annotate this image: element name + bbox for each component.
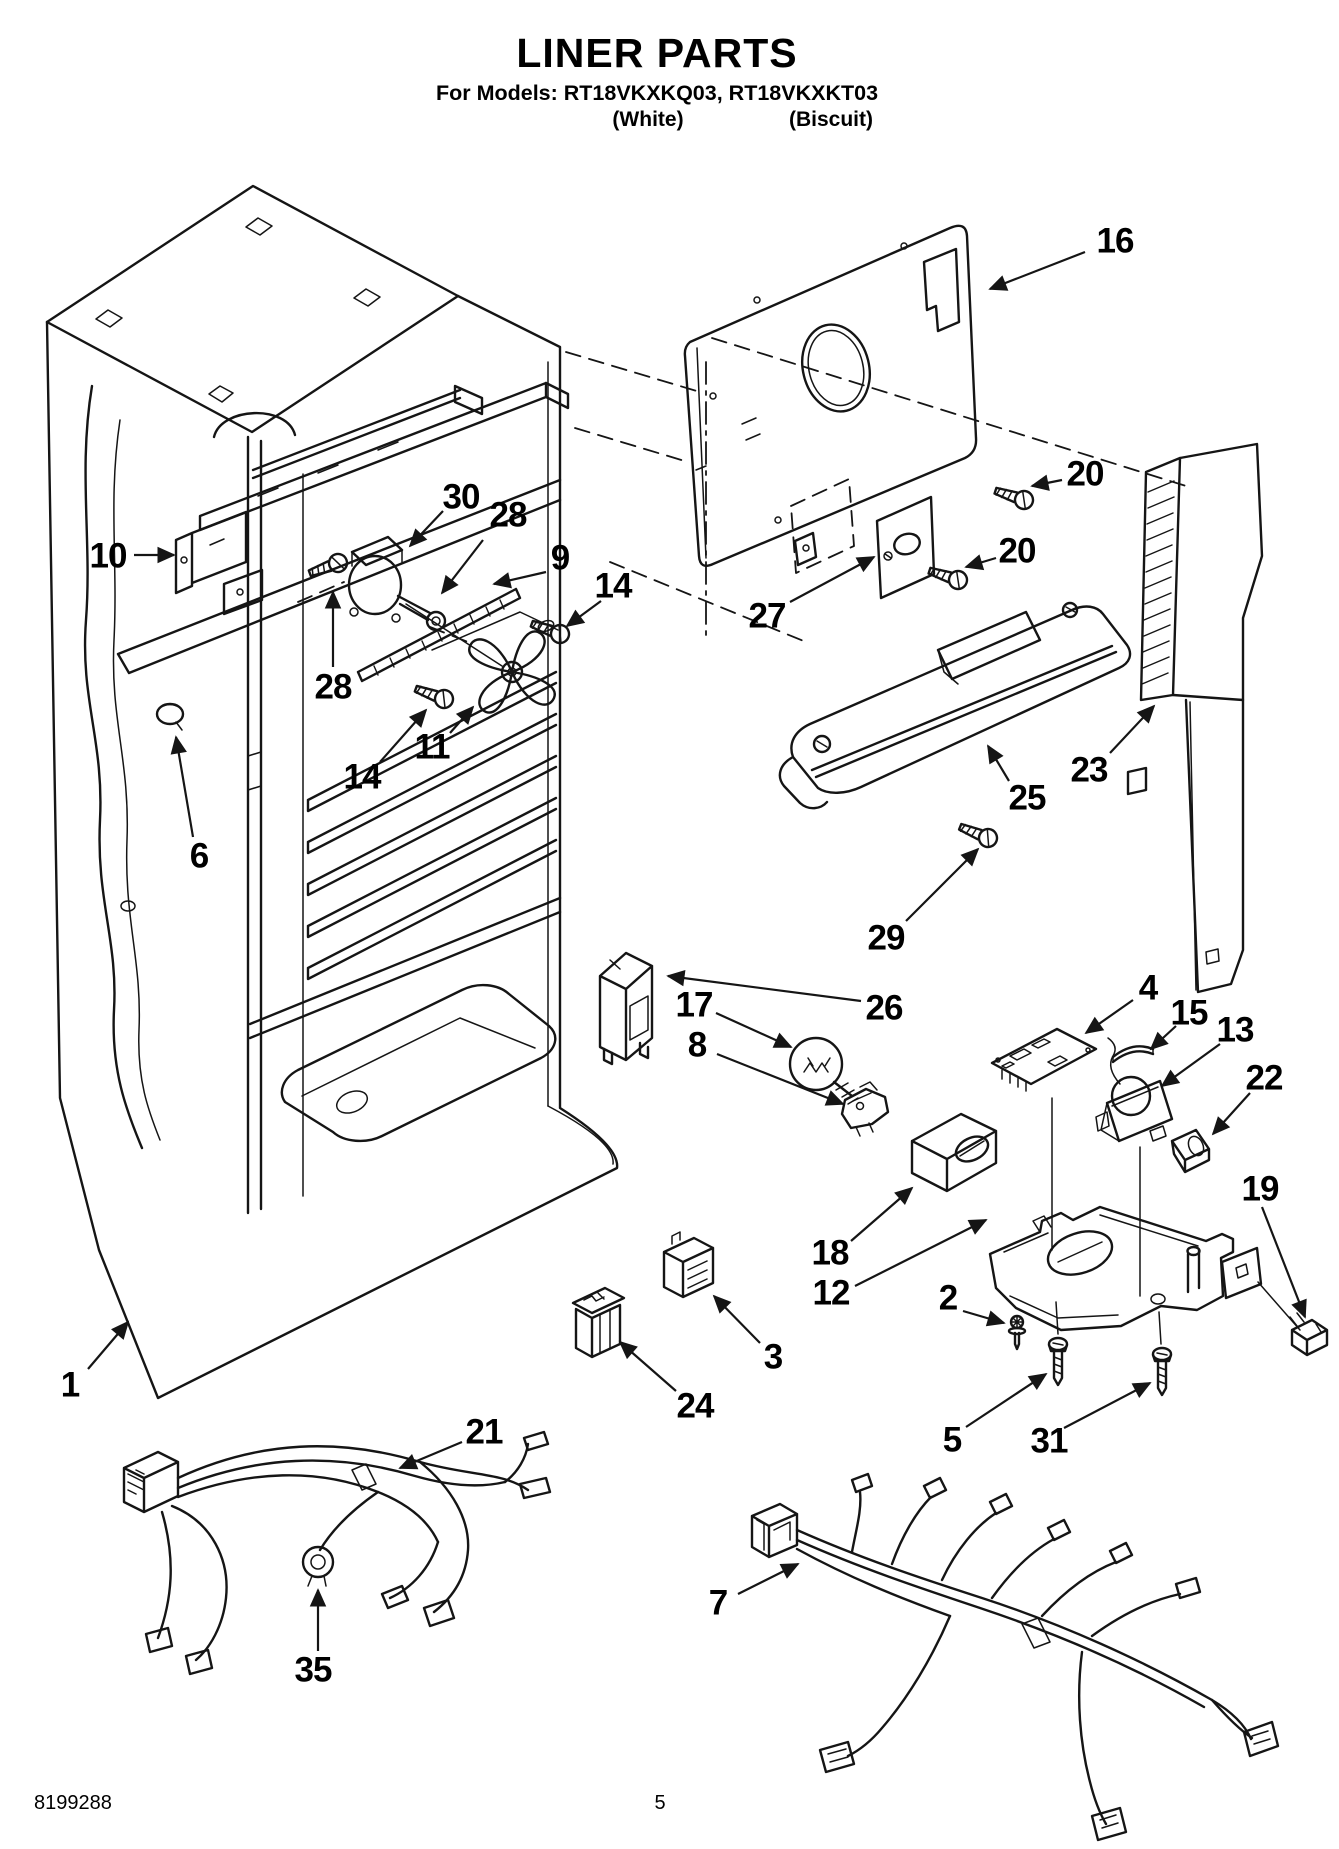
harness-grommet-35 — [301, 1545, 335, 1587]
callout-leader-25 — [987, 744, 1010, 782]
hinge-bracket-10 — [174, 510, 264, 616]
callout-leader-12 — [854, 1219, 988, 1287]
callout-leader-8 — [716, 1052, 845, 1106]
callout-leader-31 — [1063, 1382, 1152, 1429]
page-title: LINER PARTS — [516, 30, 798, 76]
bulb-socket-8 — [840, 1081, 890, 1137]
access-plate-27 — [875, 495, 936, 600]
wire-shield-9 — [356, 587, 559, 683]
models-line: For Models: RT18VKXKQ03, RT18VKXKT03 — [435, 81, 879, 105]
light-bulb-17 — [788, 1036, 865, 1111]
control-bracket-12 — [988, 1097, 1301, 1332]
callout-leader-1 — [87, 1320, 130, 1370]
page-header: LINER PARTS For Models: RT18VKXKQ03, RT1… — [436, 30, 878, 106]
callout-leader-5 — [965, 1372, 1048, 1428]
fan-blade-11 — [405, 603, 556, 714]
callout-leader-2 — [962, 1309, 1006, 1327]
callout-leader-6 — [170, 735, 195, 838]
finish-biscuit-label: (Biscuit) — [789, 108, 873, 131]
top-mounting-rails — [198, 381, 570, 532]
callout-leader-24 — [618, 1340, 677, 1392]
thermostat-13 — [1095, 1037, 1174, 1143]
callout-leader-20 — [1030, 474, 1063, 491]
control-board-4 — [990, 1027, 1098, 1092]
switch-22 — [1170, 1128, 1211, 1174]
callout-leader-14 — [565, 600, 602, 628]
callout-leader-16 — [988, 250, 1086, 291]
relay-26 — [598, 951, 654, 1066]
support-clip-3 — [662, 1231, 715, 1299]
plug-button-6 — [155, 702, 185, 731]
finish-labels: (White) (Biscuit) — [357, 108, 957, 134]
wire-harness-21 — [122, 1430, 552, 1676]
callout-leader-28 — [440, 539, 484, 595]
finish-white-label: (White) — [612, 108, 684, 131]
callout-leader-18 — [850, 1186, 914, 1242]
callout-leader-29 — [905, 847, 980, 922]
callout-leader-20 — [964, 554, 997, 571]
callout-leader-21 — [398, 1440, 463, 1470]
callout-leader-15 — [1149, 1025, 1177, 1051]
light-shield-18 — [910, 1112, 998, 1193]
screw-31 — [1151, 1311, 1173, 1397]
callout-leader-19 — [1260, 1206, 1307, 1319]
callout-leader-27 — [789, 556, 876, 603]
control-cover-23 — [1126, 442, 1264, 994]
document-number: 8199288 — [34, 1792, 112, 1814]
callout-leader-23 — [1109, 704, 1156, 754]
callout-leader-13 — [1160, 1043, 1221, 1088]
projection-lines — [565, 337, 1187, 643]
callout-leader-17 — [715, 1011, 793, 1049]
screw-5 — [1047, 1301, 1069, 1387]
wire-harness-7 — [750, 1472, 1280, 1842]
callout-leader-26 — [666, 969, 862, 1003]
callout-leader-4 — [1084, 999, 1134, 1035]
evaporator-panel-16 — [683, 224, 978, 567]
callout-leader-9 — [492, 570, 547, 589]
connector-24 — [571, 1286, 626, 1359]
liner-cabinet — [45, 184, 619, 1400]
callout-leader-30 — [408, 510, 444, 548]
callout-leader-7 — [737, 1563, 800, 1595]
page-number: 5 — [654, 1792, 666, 1814]
callout-leader-3 — [712, 1294, 761, 1344]
callout-leader-22 — [1211, 1092, 1251, 1136]
callout-leader-11 — [449, 705, 475, 734]
air-duct-25 — [778, 601, 1132, 810]
callout-leader-14 — [379, 708, 428, 763]
